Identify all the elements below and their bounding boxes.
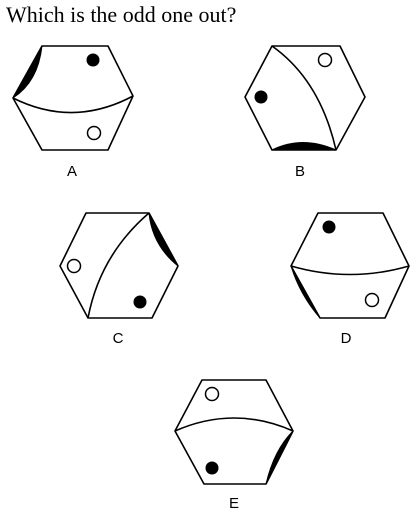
curved-line xyxy=(271,45,337,151)
option-b[interactable]: B xyxy=(244,45,366,180)
option-label: E xyxy=(229,495,239,512)
question-title: Which is the odd one out? xyxy=(6,2,237,27)
black-crescent xyxy=(271,142,337,151)
option-c[interactable]: C xyxy=(59,212,179,347)
curved-line xyxy=(174,417,294,432)
black-dot xyxy=(133,295,147,309)
option-label: D xyxy=(341,330,352,347)
black-dot xyxy=(322,220,336,234)
curved-line xyxy=(12,95,134,114)
option-d[interactable]: D xyxy=(290,212,410,347)
option-label: A xyxy=(67,163,77,180)
black-crescent xyxy=(265,430,294,485)
black-crescent xyxy=(12,45,43,99)
option-label: B xyxy=(295,163,305,180)
white-dot xyxy=(317,52,333,68)
hexagon-shape xyxy=(174,379,294,485)
white-dot xyxy=(364,292,380,308)
white-dot xyxy=(204,386,220,402)
option-label: C xyxy=(113,330,124,347)
curved-line xyxy=(87,212,150,319)
black-dot xyxy=(205,461,219,475)
hexagon-shape xyxy=(12,45,134,151)
curved-line xyxy=(290,265,410,276)
black-dot xyxy=(254,90,268,104)
option-a[interactable]: A xyxy=(12,45,134,180)
white-dot xyxy=(66,258,82,274)
white-dot xyxy=(86,125,102,141)
black-crescent xyxy=(148,212,179,267)
black-crescent xyxy=(290,265,321,319)
black-dot xyxy=(86,53,100,67)
option-e[interactable]: E xyxy=(174,379,294,512)
